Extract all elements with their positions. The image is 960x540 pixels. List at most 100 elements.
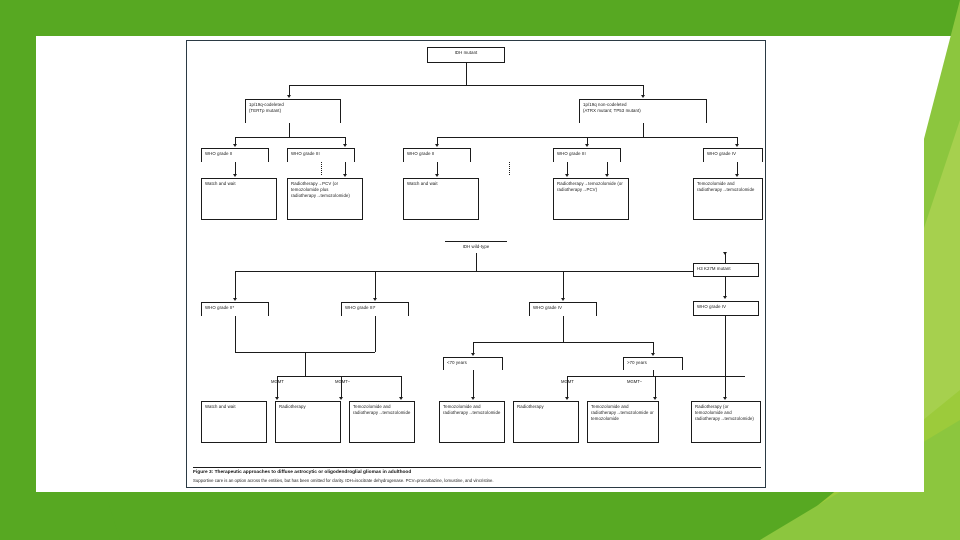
edge-noncodel-down <box>643 123 644 137</box>
edge-o70-unmeth <box>655 376 656 398</box>
node-age-under-70: <70 years <box>443 357 503 370</box>
arrow-noncodel-g4 <box>734 144 739 147</box>
edge-codel-down <box>289 123 290 137</box>
arrow-noncodel-g2-tx <box>434 174 439 177</box>
edge-codel-g2-tx <box>235 162 236 175</box>
edge-codel-g2 <box>235 137 236 145</box>
node-tx-noncodel-grade3: Radiotherapy→temozolomide (or radiothera… <box>553 178 629 220</box>
node-wt-who-grade-3: WHO grade III* <box>341 302 409 316</box>
edge-codel-g3 <box>345 137 346 145</box>
edge-noncodel-g3 <box>587 137 588 145</box>
edge-age-under <box>473 342 474 354</box>
node-idh-mutant: IDH mutant <box>427 47 505 63</box>
node-tx-under70-radiotherapy: Radiotherapy <box>513 401 579 443</box>
figure-caption-note: Supportive care is an option across the … <box>193 478 494 484</box>
edge-wt-mgmt-unmeth-a <box>341 376 342 398</box>
arrow-o70-meth <box>564 397 569 400</box>
arrow-noncodel-g2 <box>434 144 439 147</box>
edge-age-split <box>473 342 653 343</box>
edge-o70-meth <box>567 376 568 398</box>
edge-noncodel-g2 <box>437 137 438 145</box>
edge-wt-g4-down <box>563 316 564 342</box>
arrow-wt-mgmt-meth <box>274 397 279 400</box>
node-tx-under70-tmz-radiotherapy: Temozolomide and radiotherapy→temozolomi… <box>439 401 505 443</box>
decoration-top-band <box>0 0 960 36</box>
node-idh-wild-type: IDH wild-type <box>445 241 507 253</box>
edge-age-over <box>653 342 654 354</box>
node-noncodel-who-grade-3: WHO grade III <box>553 148 621 162</box>
arrow-codel-g3 <box>342 144 347 147</box>
edge-wt-g4 <box>563 271 564 299</box>
edge-wt-mgmt-split <box>277 376 401 377</box>
arrow-wt-mgmt-unmeth-a <box>338 397 343 400</box>
edge-noncodel-g3-tx-a <box>567 162 568 175</box>
node-noncodel-who-grade-2: WHO grade II <box>403 148 471 162</box>
node-age-over-70: >70 years <box>623 357 683 370</box>
node-1p19q-codeleted: 1p/19q-codeleted (TERTp mutant) <box>245 99 341 123</box>
edge-noncodel-g4 <box>737 137 738 145</box>
edge-o70-down <box>653 370 654 376</box>
edge-o70-split <box>567 376 745 377</box>
label-mgmt-right-unmeth: MGMT− <box>627 379 643 384</box>
edge-codel-g3-dotted <box>321 162 322 175</box>
arrow-h3-down <box>722 296 727 299</box>
edge-noncodel-g2-tx <box>437 162 438 175</box>
arrow-to-codel <box>286 95 291 98</box>
edge-wildtype-down <box>476 253 477 271</box>
node-codel-who-grade-3: WHO grade III <box>287 148 355 162</box>
arrow-wt-mgmt-unmeth-b <box>398 397 403 400</box>
node-noncodel-who-grade-4: WHO grade IV <box>703 148 763 162</box>
slide-content-card: IDH mutant 1p/19q-codeleted (TERTp mutan… <box>36 36 924 492</box>
arrow-u70-tx <box>470 397 475 400</box>
edge-noncodel-g4-tx <box>737 162 738 175</box>
edge-root-split <box>289 85 643 86</box>
edge-codel-split <box>235 137 345 138</box>
edge-wt-merge-down <box>305 352 306 376</box>
node-tx-codel-grade3: Radiotherapy→PCV (or temozolomide plus r… <box>287 178 363 220</box>
label-mgmt-left-unmeth: MGMT− <box>335 379 351 384</box>
node-tx-noncodel-grade2: Watch and wait <box>403 178 479 220</box>
arrow-wt-g3 <box>372 298 377 301</box>
edge-wt-mgmt-meth <box>277 376 278 398</box>
arrow-to-h3k27m <box>722 252 727 255</box>
figure-caption-title: Figure 3: Therapeutic approaches to diff… <box>193 470 412 476</box>
node-tx-wt-radiotherapy: Radiotherapy <box>275 401 341 443</box>
node-tx-over70-radiotherapy: Radiotherapy (or temozolomide and radiot… <box>691 401 761 443</box>
arrow-h3-tx <box>722 397 727 400</box>
figure-flowchart: IDH mutant 1p/19q-codeleted (TERTp mutan… <box>186 40 766 488</box>
edge-u70-down <box>473 370 474 398</box>
edge-codel-g3-tx <box>345 162 346 175</box>
node-1p19q-noncodeleted: 1p/19q non-codeleted (ATRX mutant; TP53 … <box>579 99 707 123</box>
node-h3-k27m-mutant: H3 K27M mutant <box>693 263 759 277</box>
node-tx-wt-tmz-radiotherapy: Temozolomide and radiotherapy→temozolomi… <box>349 401 415 443</box>
edge-wt-mgmt-unmeth-b <box>401 376 402 398</box>
edge-h3-down <box>725 277 726 297</box>
node-codel-who-grade-2: WHO grade II <box>201 148 269 162</box>
node-wt-who-grade-2: WHO grade II* <box>201 302 269 316</box>
edge-to-noncodel <box>643 85 644 96</box>
edge-root-down <box>466 63 467 85</box>
edge-wt-g3 <box>375 271 376 299</box>
edge-wt-g2-down <box>235 316 236 352</box>
arrow-age-over <box>650 353 655 356</box>
arrow-noncodel-g3-tx-a <box>564 174 569 177</box>
arrow-wt-g2 <box>232 298 237 301</box>
edge-noncodel-dotted <box>509 162 510 175</box>
node-tx-wt-watch-wait: Watch and wait <box>201 401 267 443</box>
arrow-codel-g3-tx <box>342 174 347 177</box>
edge-h3-tx <box>725 316 726 398</box>
node-tx-noncodel-grade4: Temozolomide and radiotherapy→temozolomi… <box>693 178 763 220</box>
arrow-codel-g2-tx <box>232 174 237 177</box>
edge-wt-g2 <box>235 271 236 299</box>
edge-wt-g3-down <box>375 316 376 352</box>
arrow-wt-g4 <box>560 298 565 301</box>
arrow-noncodel-g4-tx <box>734 174 739 177</box>
arrow-to-noncodel <box>640 95 645 98</box>
node-tx-codel-grade2: Watch and wait <box>201 178 277 220</box>
edge-wildtype-split <box>235 271 725 272</box>
edge-to-codel <box>289 85 290 96</box>
arrow-o70-unmeth <box>652 397 657 400</box>
node-tx-over70-tmz-radiotherapy: Temozolomide and radiotherapy→temozolomi… <box>587 401 659 443</box>
node-h3-who-grade-4: WHO grade IV <box>693 301 759 316</box>
